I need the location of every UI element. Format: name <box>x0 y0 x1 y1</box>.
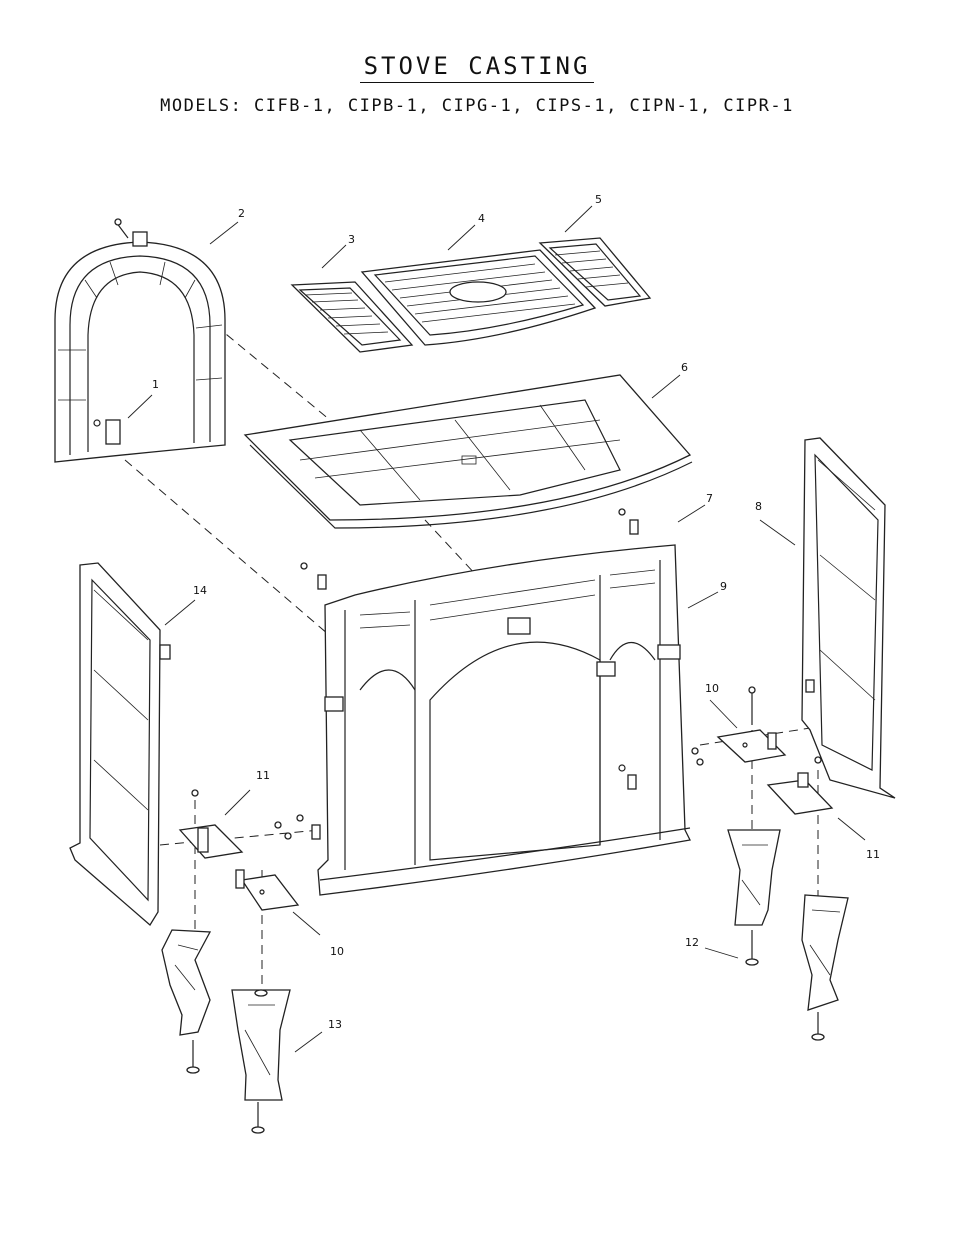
callout-3: 3 <box>348 233 355 246</box>
part-8-right-panel <box>802 438 895 798</box>
part-11-plate-right <box>768 757 832 814</box>
callout-10-left: 10 <box>330 945 344 958</box>
part-13-leg-right-b <box>802 895 848 1040</box>
part-10-bracket-right <box>692 687 785 765</box>
callout-13: 13 <box>328 1018 342 1031</box>
part-11-plate-left <box>180 790 291 858</box>
callout-11-right: 11 <box>866 848 880 861</box>
part-2-arched-door <box>55 219 225 462</box>
callout-2: 2 <box>238 207 245 220</box>
part-13-leg-left <box>162 930 210 1073</box>
callout-5: 5 <box>595 193 602 206</box>
callout-12: 12 <box>685 936 699 949</box>
part-14-left-panel <box>70 563 170 925</box>
door-latch-1 <box>106 420 120 444</box>
part-9-front-casting <box>318 545 690 895</box>
callout-4: 4 <box>478 212 485 225</box>
callout-14: 14 <box>193 584 207 597</box>
callout-7: 7 <box>706 492 713 505</box>
callout-11-left: 11 <box>256 769 270 782</box>
callout-10-right: 10 <box>705 682 719 695</box>
part-13-leg-center <box>232 990 290 1133</box>
callout-6: 6 <box>681 361 688 374</box>
callout-8: 8 <box>755 500 762 513</box>
callout-1: 1 <box>152 378 159 391</box>
part-13-leg-right-a <box>728 830 780 965</box>
part-10-bracket-left <box>236 870 298 910</box>
part-6-top-casting <box>245 375 692 528</box>
callout-9: 9 <box>720 580 727 593</box>
